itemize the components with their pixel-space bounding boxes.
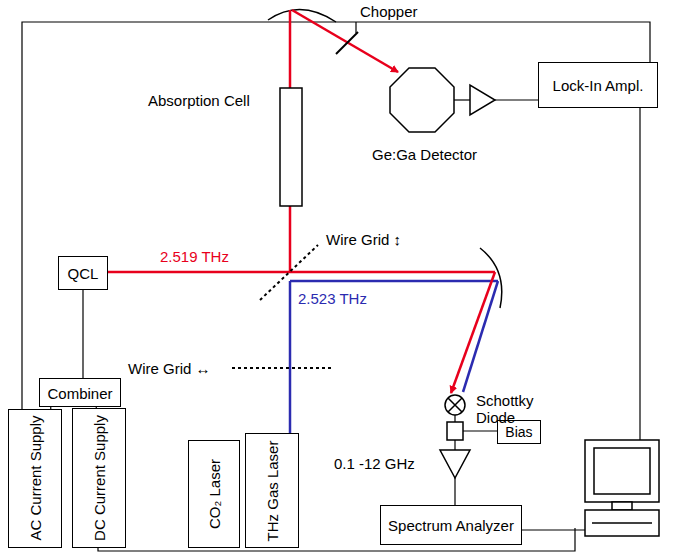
combiner-box: Combiner — [39, 378, 120, 407]
part-name: Wire Grid ↕ — [326, 231, 401, 248]
part-name: Chopper — [360, 3, 418, 20]
part-name: Absorption Cell — [148, 92, 250, 109]
box-text: Spectrum Analyzer — [388, 517, 514, 534]
bias-tee — [447, 422, 463, 440]
box-text: CO₂ Laser — [206, 459, 223, 529]
detector-octagon — [390, 68, 454, 132]
supply-box: DC Current Supply — [72, 408, 126, 548]
box-text: Lock-In Ampl. — [553, 77, 644, 94]
beams — [108, 10, 498, 440]
amplifier-symbol — [470, 85, 495, 115]
amplifier-symbol — [440, 450, 470, 478]
schottky-diode — [448, 398, 462, 412]
absorption-cell — [280, 88, 302, 206]
laser-box: QCL — [58, 256, 108, 290]
part-name: Ge:Ga Detector — [372, 146, 477, 163]
schottky-diode — [445, 395, 465, 415]
amplifier-box: Lock-In Ampl. — [538, 62, 658, 108]
frequency-label: 2.523 THz — [298, 290, 367, 307]
box-text: Combiner — [47, 384, 112, 401]
supply-box: AC Current Supply — [8, 409, 62, 548]
frequency-label: 2.519 THz — [160, 248, 229, 265]
chopper-blade — [336, 32, 358, 54]
analyzer-box: Spectrum Analyzer — [380, 505, 522, 545]
parabolic-mirror — [480, 248, 502, 308]
bandwidth-label: 0.1 -12 GHz — [334, 455, 415, 472]
box-text: AC Current Supply — [27, 416, 44, 541]
wire-grid — [232, 367, 332, 369]
box-text: QCL — [68, 265, 99, 282]
box-text: THz Gas Laser — [264, 440, 281, 541]
laser-box: THz Gas Laser — [245, 433, 299, 548]
wire-connector — [82, 290, 83, 378]
box-text: Bias — [505, 424, 532, 440]
computer-icon — [585, 440, 659, 536]
part-name: Schottky Diode — [476, 392, 538, 427]
part-name: Wire Grid ↔ — [128, 360, 211, 377]
laser-box: CO₂ Laser — [188, 440, 240, 548]
box-text: DC Current Supply — [91, 415, 108, 541]
